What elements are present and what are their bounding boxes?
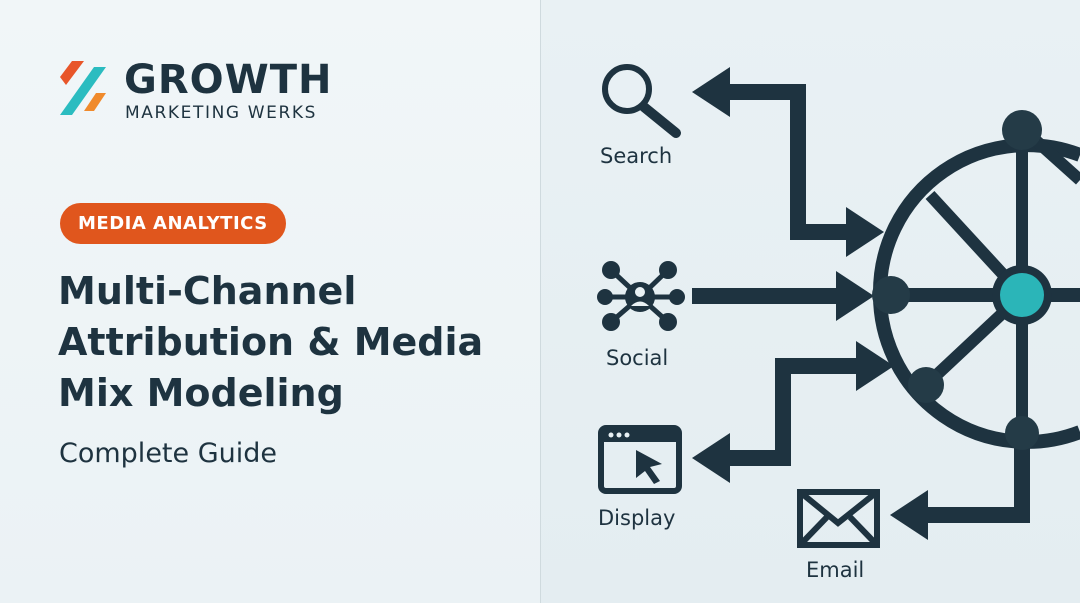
title-line-3: Mix Modeling — [58, 371, 344, 415]
browser-cursor-icon — [598, 425, 682, 494]
magnifier-icon — [602, 64, 681, 138]
brand-name: GROWTH — [124, 57, 333, 103]
hub-node-center-accent — [1000, 273, 1044, 317]
display-connector — [722, 358, 870, 466]
channel-label-search: Search — [600, 144, 673, 168]
title-line-2: Attribution & Media — [58, 320, 484, 364]
page-subtitle: Complete Guide — [59, 438, 277, 469]
panel-divider — [540, 0, 541, 603]
left-panel — [0, 0, 540, 603]
hub-node-bottom — [1005, 416, 1039, 450]
hub-node-left — [872, 276, 910, 314]
hub-ring — [872, 138, 1080, 294]
channel-label-email: Email — [806, 558, 865, 582]
category-badge: MEDIA ANALYTICS — [60, 203, 286, 244]
network-person-icon — [597, 261, 685, 331]
arrow-social-in — [836, 271, 874, 321]
email-connector — [915, 435, 1030, 523]
channel-label-display: Display — [598, 506, 676, 530]
hub-node-top — [1002, 110, 1042, 150]
arrow-email-in — [890, 490, 928, 540]
brand-mark-icon — [60, 61, 106, 115]
channel-label-social: Social — [606, 346, 669, 370]
brand-logo: GROWTH MARKETING WERKS — [58, 57, 358, 127]
page-title: Multi-Channel Attribution & Media Mix Mo… — [58, 266, 528, 419]
title-line-1: Multi-Channel — [58, 269, 357, 313]
brand-tagline: MARKETING WERKS — [125, 103, 317, 123]
arrow-search-out — [692, 67, 730, 117]
arrow-display-out — [692, 433, 730, 483]
hub-node-lower-left — [908, 367, 944, 403]
arrow-search-in — [846, 207, 884, 257]
arrow-display-in — [856, 341, 894, 391]
envelope-icon — [797, 489, 880, 548]
search-connector — [722, 84, 860, 240]
